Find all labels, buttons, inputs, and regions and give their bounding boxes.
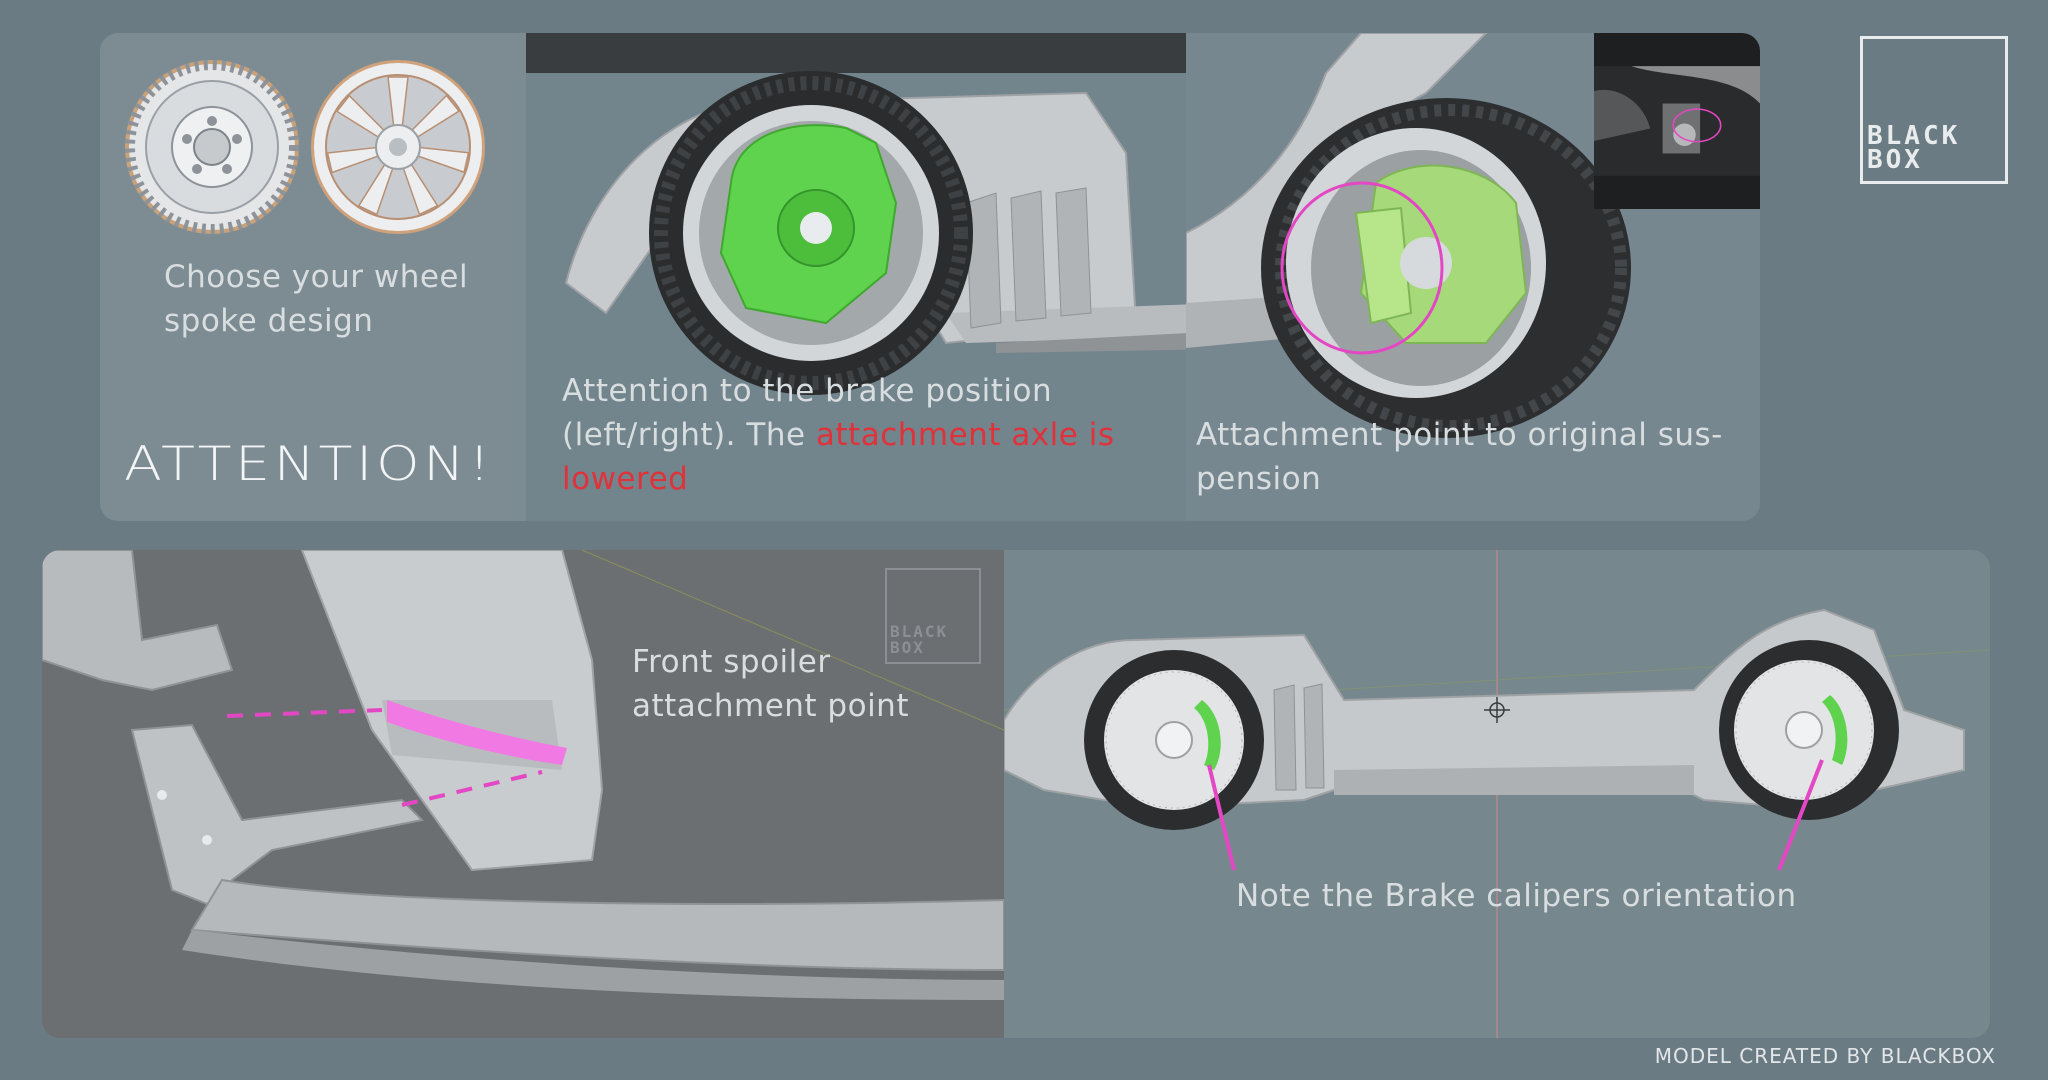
attention-heading: ATTENTION!: [124, 437, 494, 492]
blackbox-watermark: BLACK BOX: [885, 568, 981, 664]
attachment-axle-warning: attachment axle is lowered: [562, 417, 1115, 497]
front-spoiler-render: BLACK BOX Front spoiler attachment point: [42, 550, 1004, 1038]
brake-position-note: Attention to the brake position (left/ri…: [562, 369, 1142, 501]
wheel-design-2-icon: [311, 60, 485, 234]
brake-caliper-render: Note the Brake calipers orientation: [1004, 550, 1990, 1038]
suspension-attachment-render: Attachment point to original sus-pension: [1186, 33, 1760, 521]
suspension-attachment-note: Attachment point to original sus-pension: [1196, 417, 1723, 497]
watermark-line1: BLACK: [890, 622, 949, 641]
front-spoiler-render-icon: [42, 550, 1004, 1000]
blackbox-logo: BLACK BOX: [1860, 36, 2008, 184]
bottom-panel: BLACK BOX Front spoiler attachment point: [42, 550, 1990, 1038]
suspension-photo-icon: [1594, 66, 1760, 176]
blackbox-logo-line1: BLACK: [1867, 121, 1961, 151]
top-panel: Choose your wheel spoke design ATTENTION…: [100, 33, 1760, 521]
car-side-view-icon: [1004, 550, 1990, 1038]
watermark-line2: BOX: [890, 638, 925, 657]
brake-position-render: Attention to the brake position (left/ri…: [526, 33, 1286, 521]
wheel-design-caption: Choose your wheel spoke design: [164, 259, 469, 339]
model-credit: MODEL CREATED BY BLACKBOX: [1654, 1044, 1996, 1068]
brake-position-note-text: Attention to the brake position (left/ri…: [562, 373, 1053, 453]
brake-caliper-note: Note the Brake calipers orientation: [1236, 878, 1797, 914]
rear-wheel-render-icon: [1186, 33, 1631, 438]
front-spoiler-note: Front spoiler attachment point: [632, 644, 909, 724]
blackbox-logo-line2: BOX: [1867, 145, 1923, 175]
wheel-designs-section: Choose your wheel spoke design ATTENTION…: [100, 33, 526, 521]
wheel-design-1-icon: [125, 60, 299, 234]
